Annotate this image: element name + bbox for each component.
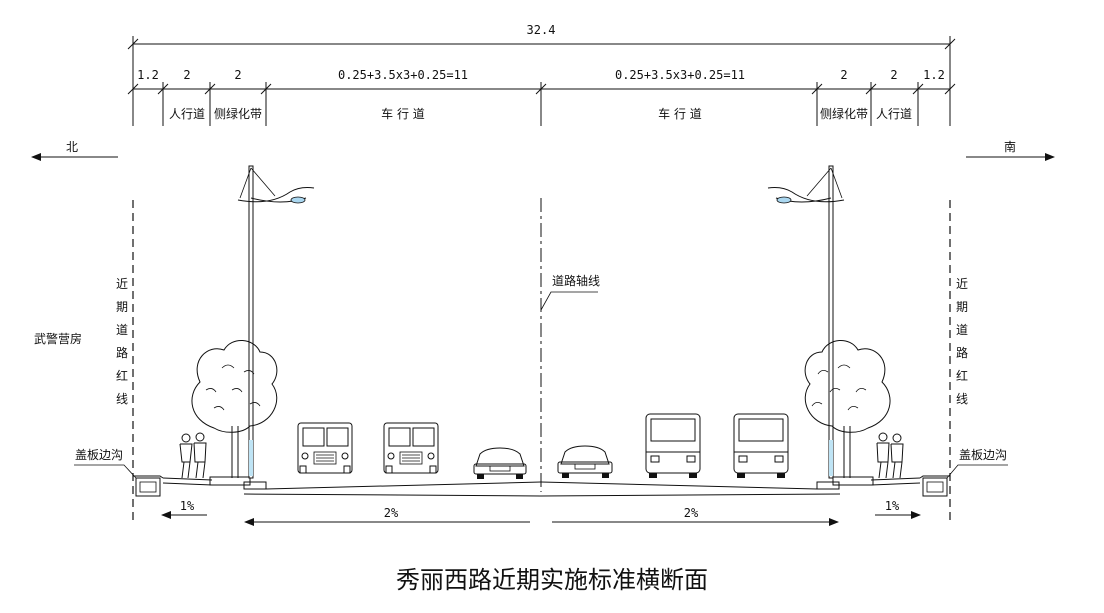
segment-label-8: 1.2	[923, 68, 945, 82]
red-line-char: 路	[116, 345, 128, 360]
building-label: 武警营房	[34, 331, 82, 346]
segment-label-6: 2	[840, 68, 847, 82]
slope-right-sidewalk: 1%	[875, 499, 921, 519]
red-line-char: 红	[116, 368, 128, 383]
segment-label-7: 2	[890, 68, 897, 82]
street-lamp-left	[237, 165, 315, 479]
truck-front-1	[297, 422, 353, 474]
slope-right-road: 2%	[552, 506, 839, 526]
red-line-char: 期	[956, 300, 968, 314]
segment-label-4: 0.25+3.5x3+0.25=11	[338, 68, 468, 82]
car-front	[473, 447, 527, 479]
car-rear	[557, 445, 613, 478]
north-label: 北	[66, 140, 78, 154]
red-line-char: 近	[956, 277, 968, 291]
zone-right-green: 侧绿化带	[820, 106, 868, 121]
truck-front-2	[383, 422, 439, 474]
red-line-char: 道	[956, 323, 968, 337]
zone-left-sidewalk: 人行道	[169, 107, 205, 121]
zone-left-carriageway: 车 行 道	[381, 106, 425, 121]
slope-label: 1%	[180, 499, 195, 513]
slope-left-road: 2%	[244, 506, 530, 526]
north-arrow: 北	[31, 140, 118, 161]
red-line-label-left: 近 期 道 路 红 线	[116, 277, 128, 406]
street-lamp-right	[767, 165, 845, 479]
zone-right-sidewalk: 人行道	[876, 107, 912, 121]
road-axis-label: 道路轴线	[552, 273, 600, 288]
drain-label-right: 盖板边沟	[959, 448, 1007, 462]
drain-callout-right: 盖板边沟	[946, 448, 1008, 479]
pedestrians-left	[179, 432, 207, 479]
slope-left-sidewalk: 1%	[161, 499, 207, 519]
slope-label: 2%	[684, 506, 699, 520]
bus-rear-1	[645, 413, 701, 478]
slope-label: 1%	[885, 499, 900, 513]
ground-profile	[133, 475, 950, 497]
segment-label-3: 2	[234, 68, 241, 82]
dimension-segments: 1.2 2 2 0.25+3.5x3+0.25=11 0.25+3.5x3+0.…	[127, 68, 956, 126]
south-label: 南	[1004, 139, 1016, 154]
south-arrow: 南	[966, 139, 1055, 161]
total-width-label: 32.4	[527, 23, 556, 37]
tree-right	[804, 340, 891, 478]
red-line-char: 路	[956, 345, 968, 360]
red-line-char: 近	[116, 277, 128, 291]
road-axis-callout: 道路轴线	[540, 273, 600, 311]
red-line-char: 线	[956, 392, 968, 406]
zone-right-carriageway: 车 行 道	[658, 106, 702, 121]
zone-left-green: 侧绿化带	[214, 106, 262, 121]
segment-label-5: 0.25+3.5x3+0.25=11	[615, 68, 745, 82]
tree-left	[191, 340, 278, 478]
red-line-label-right: 近 期 道 路 红 线	[956, 277, 968, 406]
red-line-char: 红	[956, 368, 968, 383]
bus-rear-2	[733, 413, 789, 478]
pedestrians-right	[876, 432, 904, 479]
drawing-caption: 秀丽西路近期实施标准横断面	[396, 566, 708, 594]
slope-label: 2%	[384, 506, 399, 520]
drain-label-left: 盖板边沟	[75, 448, 123, 462]
red-line-char: 道	[116, 323, 128, 337]
drain-callout-left: 盖板边沟	[74, 448, 137, 479]
red-line-char: 线	[116, 392, 128, 406]
dimension-total: 32.4	[127, 23, 956, 126]
segment-label-2: 2	[183, 68, 190, 82]
segment-label-1: 1.2	[137, 68, 159, 82]
red-line-char: 期	[116, 300, 128, 314]
